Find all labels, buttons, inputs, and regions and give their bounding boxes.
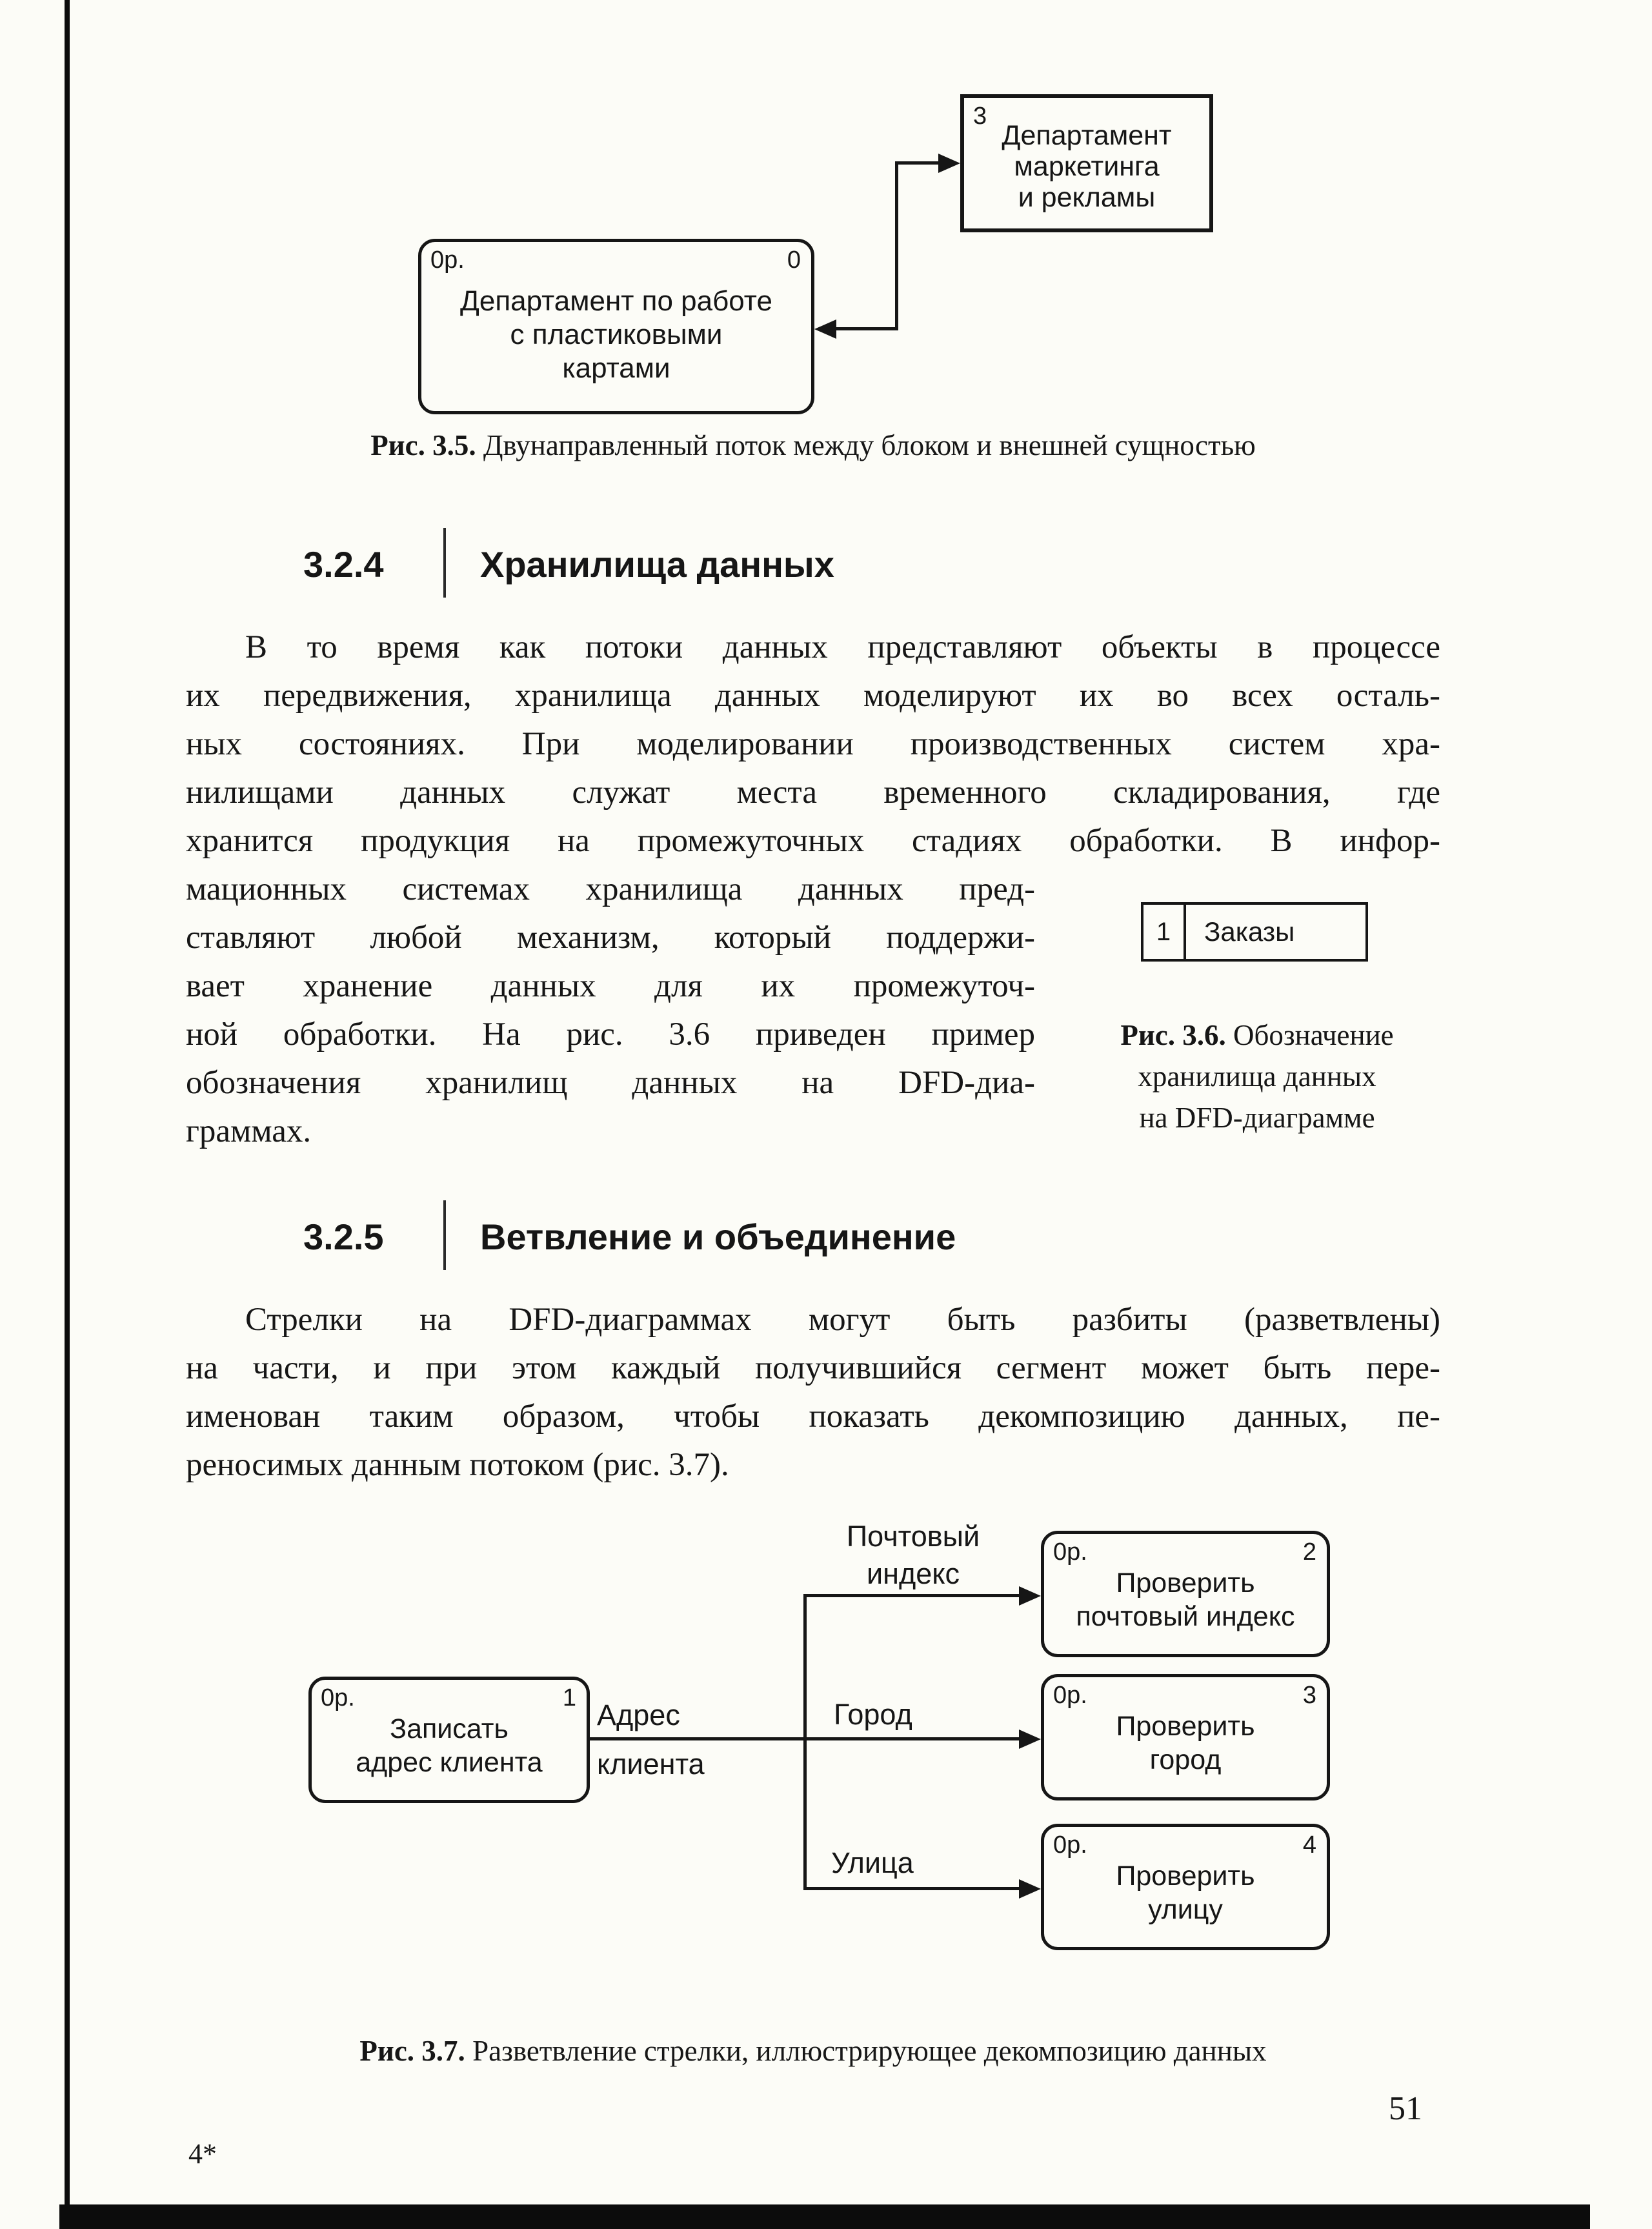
fig35-flow-line-bottom xyxy=(835,327,898,330)
paragraph-1-last-line: граммах. xyxy=(186,1113,312,1149)
fig35-caption: Рис. 3.5. Двунаправленный поток между бл… xyxy=(186,429,1440,462)
fig35-process-number: 0 xyxy=(787,247,801,274)
fig35-caption-text: Двунаправленный поток между блоком и вне… xyxy=(476,429,1256,461)
fig37-target-street-label: Проверить улицу xyxy=(1116,1861,1255,1925)
fig35-flow-line-vertical xyxy=(895,161,898,330)
fig37-arrowhead-middle xyxy=(1019,1730,1041,1749)
paragraph-2-last-line: реносимых данным потоком (рис. 3.7). xyxy=(186,1447,729,1483)
fig36-datastore-number: 1 xyxy=(1143,905,1186,959)
fig37-target-city-id: 0р. xyxy=(1053,1682,1087,1709)
fig37-branch-line-middle xyxy=(805,1737,1020,1740)
paragraph-1-narrow: мационных системах хранилища данных пред… xyxy=(186,871,1035,1101)
fig37-target-postal-id: 0р. xyxy=(1053,1538,1087,1566)
fig35-entity-label: Департамент маркетинга и рекламы xyxy=(1002,120,1172,213)
fig37-target-postal-number: 2 xyxy=(1302,1538,1316,1566)
fig37-source-box: 0р. 1 Записать адрес клиента xyxy=(308,1677,590,1803)
fig37-flow-label: Адрес клиента xyxy=(597,1699,705,1780)
fig36-datastore-symbol: 1 Заказы xyxy=(1141,902,1368,962)
fig37-target-street-id: 0р. xyxy=(1053,1831,1087,1859)
fig37-target-box-city: 0р. 3 Проверить город xyxy=(1041,1674,1330,1800)
fig35-process-id: 0р. xyxy=(430,247,465,274)
fig37-caption-text: Разветвление стрелки, иллюстрирующее дек… xyxy=(465,2035,1267,2067)
fig35-arrowhead-into-process xyxy=(814,319,836,339)
fig37-target-city-number: 3 xyxy=(1302,1682,1316,1709)
fig35-arrowhead-into-entity xyxy=(938,154,960,173)
fig37-source-id: 0р. xyxy=(321,1684,355,1711)
section-324-number: 3.2.4 xyxy=(303,544,384,585)
fig35-process-box: 0р. 0 Департамент по работе с пластиковы… xyxy=(418,239,814,414)
fig36-caption-text: Обозначение хранилища данных на DFD-диаг… xyxy=(1138,1019,1394,1134)
fig36-datastore-label: Заказы xyxy=(1204,916,1295,947)
fig37-branch-line-top xyxy=(803,1594,1020,1597)
fig37-target-box-street: 0р. 4 Проверить улицу xyxy=(1041,1824,1330,1950)
scan-edge-left xyxy=(65,0,70,2229)
fig37-branch-label-postal: Почтовый индекс xyxy=(846,1520,980,1590)
section-325-number: 3.2.5 xyxy=(303,1216,384,1257)
fig37-arrowhead-top xyxy=(1019,1586,1041,1606)
section-325-title: Ветвление и объединение xyxy=(480,1216,956,1257)
fig37-branch-line-bottom xyxy=(803,1887,1020,1890)
fig35-entity-box: 3 Департамент маркетинга и рекламы xyxy=(960,94,1213,232)
paragraph-2: Стрелки на DFD-диаграммах могут быть раз… xyxy=(186,1302,1440,1435)
footnote-mark: 4* xyxy=(188,2138,217,2170)
fig37-target-street-number: 4 xyxy=(1302,1831,1316,1859)
section-324-title: Хранилища данных xyxy=(480,544,834,585)
fig37-target-city-label: Проверить город xyxy=(1116,1711,1255,1775)
fig37-branch-riser xyxy=(803,1594,807,1890)
fig37-main-line xyxy=(590,1737,807,1740)
fig36-caption-label: Рис. 3.6. xyxy=(1120,1019,1226,1051)
fig37-arrowhead-bottom xyxy=(1019,1879,1041,1899)
fig37-caption: Рис. 3.7. Разветвление стрелки, иллюстри… xyxy=(186,2034,1440,2068)
fig37-source-number: 1 xyxy=(562,1684,576,1711)
paragraph-1-wide: В то время как потоки данных представляю… xyxy=(186,629,1440,859)
fig36-caption: Рис. 3.6. Обозначение хранилища данных н… xyxy=(1079,1014,1435,1138)
section-324-divider xyxy=(443,528,446,598)
fig35-flow-line-top xyxy=(895,161,942,165)
scan-edge-bottom xyxy=(59,2204,1590,2229)
fig37-branch-label-city: Город xyxy=(834,1698,912,1731)
section-325-divider xyxy=(443,1200,446,1270)
fig35-entity-number: 3 xyxy=(973,103,987,130)
fig37-caption-label: Рис. 3.7. xyxy=(359,2035,465,2067)
fig37-branch-label-street: Улица xyxy=(831,1846,914,1879)
fig37-target-box-postal: 0р. 2 Проверить почтовый индекс xyxy=(1041,1531,1330,1657)
fig37-source-label: Записать адрес клиента xyxy=(356,1713,543,1778)
fig35-caption-label: Рис. 3.5. xyxy=(370,429,476,461)
fig35-process-label: Департамент по работе с пластиковыми кар… xyxy=(460,285,772,384)
fig37-target-postal-label: Проверить почтовый индекс xyxy=(1076,1568,1295,1632)
page-number: 51 xyxy=(1389,2090,1422,2127)
